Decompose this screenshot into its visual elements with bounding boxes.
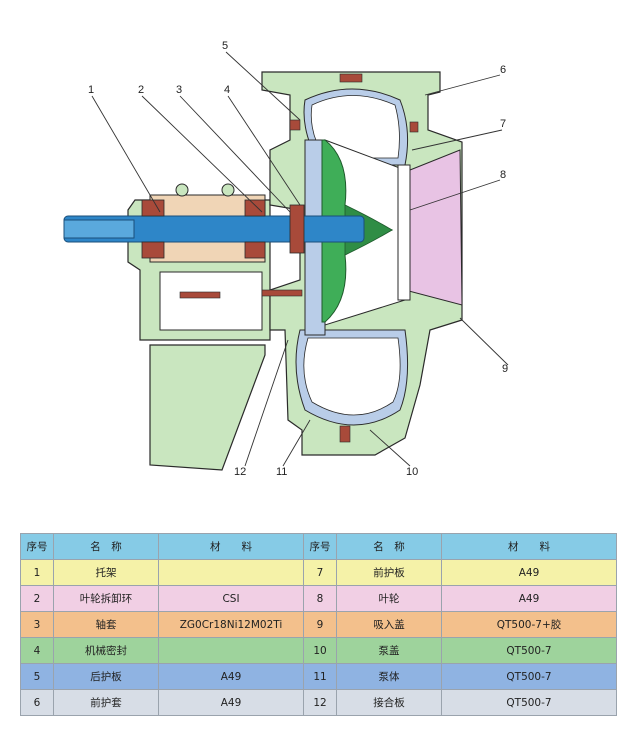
header-no: 序号 <box>303 533 337 560</box>
cell-name: 吸入盖 <box>336 611 442 638</box>
cell-material: A49 <box>158 663 304 690</box>
cell-material: CSI <box>158 585 304 612</box>
front-liner <box>397 164 411 301</box>
callout-11: 11 <box>276 466 287 478</box>
callout-2: 2 <box>138 84 144 96</box>
table-header-row: 序号 名 称 材 料 序号 名 称 材 料 <box>20 533 617 560</box>
cell-name: 机械密封 <box>53 637 159 664</box>
cell-no: 12 <box>303 689 337 716</box>
callout-10: 10 <box>406 466 418 478</box>
cell-material: A49 <box>441 559 617 586</box>
cell-material: A49 <box>441 585 617 612</box>
volute-inner-bottom <box>303 337 401 416</box>
table-row: 3 轴套 ZG0Cr18Ni12M02Ti 9 吸入盖 QT500-7+胶 <box>20 611 617 638</box>
header-name: 名 称 <box>336 533 442 560</box>
cell-name: 泵体 <box>336 663 442 690</box>
bearing-right <box>244 199 266 217</box>
cell-no: 6 <box>20 689 54 716</box>
lifting-lug <box>175 183 189 197</box>
bolt <box>179 291 221 299</box>
cell-material <box>158 559 304 586</box>
cell-material: QT500-7 <box>441 663 617 690</box>
cell-no: 3 <box>20 611 54 638</box>
cell-name: 轴套 <box>53 611 159 638</box>
cell-name: 后护板 <box>53 663 159 690</box>
cell-no: 4 <box>20 637 54 664</box>
header-name: 名 称 <box>53 533 159 560</box>
bearing-left-bottom <box>141 241 165 259</box>
cell-material: QT500-7 <box>441 689 617 716</box>
header-material: 材 料 <box>158 533 304 560</box>
callout-12: 12 <box>234 466 246 478</box>
table-row: 1 托架 7 前护板 A49 <box>20 559 617 586</box>
cell-no: 2 <box>20 585 54 612</box>
cell-material: ZG0Cr18Ni12M02Ti <box>158 611 304 638</box>
bolt <box>409 121 419 133</box>
cell-name: 前护板 <box>336 559 442 586</box>
bearing-left <box>141 199 165 217</box>
callout-7: 7 <box>500 118 506 130</box>
frame-opening <box>159 271 263 331</box>
support-plate <box>149 344 266 471</box>
shaft-end <box>63 219 135 239</box>
cell-no: 7 <box>303 559 337 586</box>
volute-inner-top <box>310 95 400 159</box>
pump-section-diagram: 1 2 3 4 5 6 7 8 9 10 11 12 <box>63 40 509 478</box>
seal-block <box>289 204 305 254</box>
cell-material: QT500-7 <box>441 637 617 664</box>
cell-material: QT500-7+胶 <box>441 611 617 638</box>
cell-name: 接合板 <box>336 689 442 716</box>
callout-8: 8 <box>500 169 506 181</box>
leader-lines <box>91 51 509 467</box>
callout-1: 1 <box>88 84 94 96</box>
cell-name: 叶轮 <box>336 585 442 612</box>
cell-no: 11 <box>303 663 337 690</box>
cell-no: 5 <box>20 663 54 690</box>
callout-4: 4 <box>224 84 230 96</box>
table-row: 4 机械密封 10 泵盖 QT500-7 <box>20 637 617 664</box>
bolt <box>339 425 351 443</box>
bolt <box>289 119 301 131</box>
callout-5: 5 <box>222 40 228 52</box>
header-no: 序号 <box>20 533 54 560</box>
callout-3: 3 <box>176 84 182 96</box>
bearing-right-bottom <box>244 241 266 259</box>
cell-name: 前护套 <box>53 689 159 716</box>
bolt <box>339 73 363 83</box>
cell-no: 1 <box>20 559 54 586</box>
parts-table: 序号 名 称 材 料 序号 名 称 材 料 1 托架 7 前护板 A49 2 叶… <box>20 533 617 716</box>
header-material: 材 料 <box>441 533 617 560</box>
table-row: 2 叶轮拆卸环 CSI 8 叶轮 A49 <box>20 585 617 612</box>
cell-material: A49 <box>158 689 304 716</box>
suction-inlet <box>404 149 463 306</box>
bolt <box>261 289 303 297</box>
cell-name: 叶轮拆卸环 <box>53 585 159 612</box>
cell-no: 9 <box>303 611 337 638</box>
cell-material <box>158 637 304 664</box>
callout-6: 6 <box>500 64 506 76</box>
cell-no: 8 <box>303 585 337 612</box>
cell-name: 托架 <box>53 559 159 586</box>
lifting-lug <box>221 183 235 197</box>
cell-name: 泵盖 <box>336 637 442 664</box>
table-row: 5 后护板 A49 11 泵体 QT500-7 <box>20 663 617 690</box>
callout-9: 9 <box>502 363 508 375</box>
table-row: 6 前护套 A49 12 接合板 QT500-7 <box>20 689 617 716</box>
cell-no: 10 <box>303 637 337 664</box>
